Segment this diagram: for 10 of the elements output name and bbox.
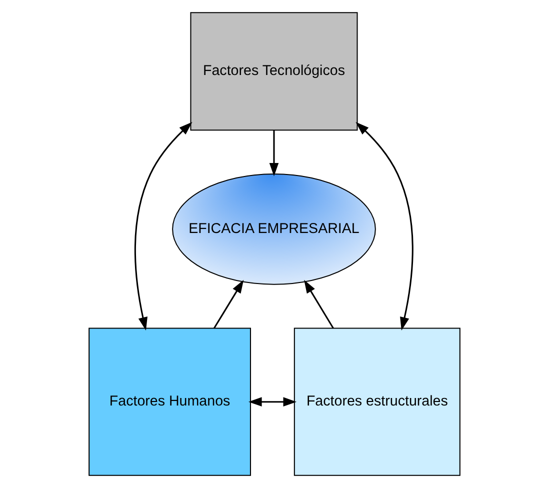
arrow [248, 397, 297, 406]
arrow [356, 122, 414, 331]
node-box: Factores estructurales [294, 328, 460, 476]
node-box: Factores Tecnológicos [190, 12, 358, 131]
arrow [213, 280, 244, 329]
arrow [134, 122, 192, 331]
node-ellipse: EFICACIA EMPRESARIAL [172, 174, 376, 285]
arrow [304, 280, 334, 329]
arrow [269, 130, 279, 176]
node-box: Factores Humanos [88, 328, 251, 476]
